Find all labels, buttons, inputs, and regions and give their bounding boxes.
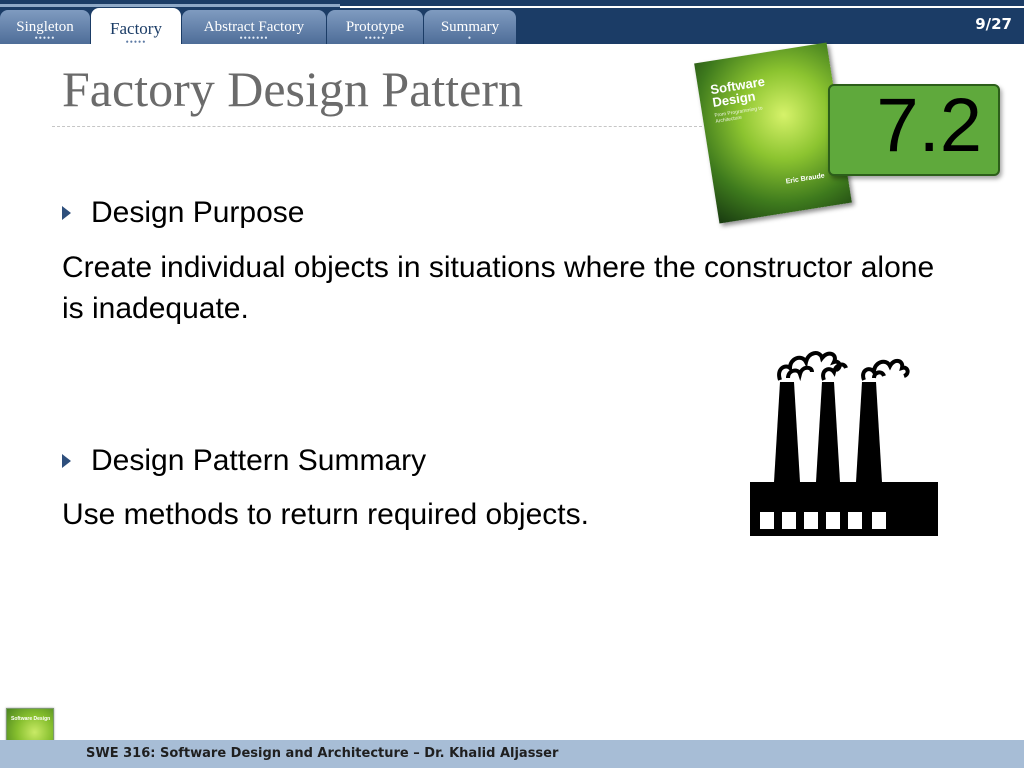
section-tabs: Singleton ••••• Factory ••••• Abstract F… [0,8,517,47]
title-divider [52,126,702,127]
tab-progress-dots: ••••• [364,33,386,43]
tab-factory[interactable]: Factory ••••• [91,8,181,47]
section-number: 7.2 [876,83,982,168]
tab-abstract-factory[interactable]: Abstract Factory ••••••• [182,10,326,44]
triangle-right-icon [62,454,71,468]
bullet-design-purpose: Design Purpose [62,196,304,230]
page-number: 9/27 [975,15,1012,33]
tab-label: Prototype [345,19,405,35]
bullet-heading: Design Pattern Summary [91,444,427,477]
tab-label: Summary [440,19,500,35]
tab-label: Singleton [16,19,74,35]
bullet-design-pattern-summary: Design Pattern Summary [62,444,426,478]
tab-prototype[interactable]: Prototype ••••• [327,10,423,44]
book-author: Eric Braude [785,172,826,186]
bullet-heading: Design Purpose [91,196,305,229]
tab-progress-dots: ••••••• [239,33,269,43]
design-purpose-text: Create individual objects in situations … [62,251,935,325]
triangle-right-icon [62,206,71,220]
footer-bar: SWE 316: Software Design and Architectur… [0,740,1024,768]
tab-progress-dots: ••••• [34,33,56,43]
tab-progress-dots: ••••• [125,37,147,47]
tab-summary[interactable]: Summary • [424,10,516,44]
top-rule-left [0,4,340,7]
top-rule-right [340,6,1024,8]
tab-label: Abstract Factory [203,19,305,35]
top-nav-bar: Singleton ••••• Factory ••••• Abstract F… [0,0,1024,47]
thumbnail-title: Software Design [11,716,51,722]
design-pattern-summary-text: Use methods to return required objects. [62,498,589,531]
section-number-badge: 7.2 [828,84,1000,176]
tab-progress-dots: • [467,33,473,43]
tab-label: Factory [110,19,162,38]
footer-text: SWE 316: Software Design and Architectur… [86,746,559,761]
factory-icon [750,351,938,536]
slide-title: Factory Design Pattern [62,61,524,117]
tab-singleton[interactable]: Singleton ••••• [0,10,90,44]
